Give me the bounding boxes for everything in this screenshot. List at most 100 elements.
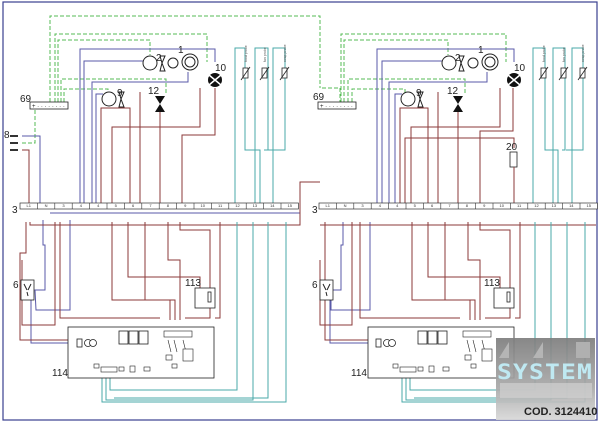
label-c2: 2	[156, 53, 162, 64]
fan-motor-9-right	[400, 91, 424, 108]
fan-motor-1-right	[467, 53, 499, 71]
connector-69	[29, 101, 69, 110]
label-c20: 20	[506, 142, 518, 153]
label-c69: 69	[20, 94, 32, 105]
brown-wires-right	[319, 88, 596, 341]
probe-label-evap: evap probe	[283, 44, 287, 62]
terminal-label: 5	[115, 203, 118, 208]
label-c10: 10	[215, 63, 227, 74]
label-c3: 3	[12, 205, 18, 216]
switch-6-contacts	[23, 283, 32, 297]
connector-69-pins: + · · · · · · · ·	[32, 104, 65, 110]
door-switch-6-right	[319, 279, 334, 301]
display-digits-right	[417, 330, 448, 345]
probe-label-evap-right: evap probe	[581, 44, 585, 62]
probes	[240, 66, 290, 81]
label-c113-right: 113	[484, 278, 500, 289]
fan-motor-2	[142, 55, 166, 72]
label-c6: 6	[13, 280, 19, 291]
teal-wires-right	[401, 47, 586, 403]
terminal-label: 13	[253, 203, 258, 208]
relay-113-coil	[207, 291, 212, 303]
board-connectors-right	[392, 363, 477, 373]
label-c1: 1	[178, 45, 184, 56]
terminal-label: 4	[379, 203, 382, 208]
relay-outputs	[163, 330, 194, 362]
terminal-label: 6	[431, 203, 434, 208]
solenoid-valve-12-right	[453, 96, 463, 112]
terminal-label: 10	[499, 203, 504, 208]
label-c12-right: 12	[447, 86, 459, 97]
switch-6-right-contacts	[322, 283, 331, 297]
terminal-label: L1	[26, 203, 31, 208]
label-c9-right: 9	[416, 88, 422, 99]
transformer-right	[375, 338, 396, 348]
terminal-label: 6	[132, 203, 135, 208]
probe-label-food-right: food probe	[542, 45, 546, 62]
door-switch-6	[20, 279, 35, 301]
terminal-strip-3: L1 N 3 4 4 5 6 7 8 9 10 11 12 13 14 15	[19, 202, 299, 210]
fan-motor-9	[101, 91, 125, 108]
fan-motor-1	[167, 53, 199, 71]
terminal-label: 4	[396, 203, 399, 208]
label-c12: 12	[148, 86, 160, 97]
probes-right	[538, 66, 588, 81]
terminal-label: 7	[149, 203, 152, 208]
label-c1-right: 1	[478, 45, 484, 56]
terminal-label: 10	[200, 203, 205, 208]
label-c113: 113	[185, 278, 201, 289]
label-c69-right: 69	[313, 92, 325, 103]
lamp-10	[208, 73, 222, 87]
label-c114: 114	[52, 368, 68, 379]
terminal-label: 4	[80, 203, 83, 208]
terminal-label: 12	[235, 203, 240, 208]
label-c3-right: 3	[312, 205, 318, 216]
blue-wires	[22, 48, 300, 344]
label-c9: 9	[117, 88, 123, 99]
terminal-label: 3	[361, 203, 364, 208]
label-c10-right: 10	[514, 63, 526, 74]
unit-right: 1 2 9 12 10 20 food probe	[312, 33, 598, 403]
terminal-label: 13	[552, 203, 557, 208]
lamp-10-right	[507, 73, 521, 87]
relay-113-right	[493, 287, 515, 309]
terminal-label: 8	[167, 203, 170, 208]
transformer	[76, 338, 97, 348]
earth-wires	[22, 15, 341, 144]
display-digits	[118, 330, 149, 345]
terminal-label: 12	[534, 203, 539, 208]
terminal-label: N	[45, 203, 48, 208]
solenoid-valve-12	[155, 96, 165, 112]
terminal-label: 9	[184, 203, 187, 208]
logo-text: SYSTEM	[497, 360, 593, 384]
product-code: COD. 3124410	[524, 406, 597, 418]
connector-69-right	[317, 101, 357, 110]
terminal-label: 15	[287, 203, 292, 208]
terminal-label: 8	[466, 203, 469, 208]
terminal-label: 3	[62, 203, 65, 208]
terminal-label: 11	[218, 203, 223, 208]
teal-wires	[101, 47, 287, 403]
connector-69-right-pins: + · · · · · · · ·	[320, 104, 353, 110]
terminal-label: 5	[414, 203, 417, 208]
unit-left: 1 2 9 12 10	[4, 15, 341, 403]
terminal-label: 4	[97, 203, 100, 208]
probe-label-food: food probe	[244, 45, 248, 62]
label-c114-right: 114	[351, 368, 367, 379]
terminal-label: 14	[569, 203, 574, 208]
terminal-label: 11	[517, 203, 522, 208]
terminal-label: 9	[483, 203, 486, 208]
terminal-8	[10, 135, 18, 151]
terminal-label: 7	[448, 203, 451, 208]
system-logo-watermark: SYSTEM COD. 3124410	[496, 338, 597, 420]
label-c6-right: 6	[312, 280, 318, 291]
terminal-label: 14	[270, 203, 275, 208]
relay-113	[194, 287, 216, 309]
terminal-label: L1	[325, 203, 330, 208]
probe-label-fan: fan probe	[263, 47, 267, 62]
label-c8: 8	[4, 130, 10, 141]
